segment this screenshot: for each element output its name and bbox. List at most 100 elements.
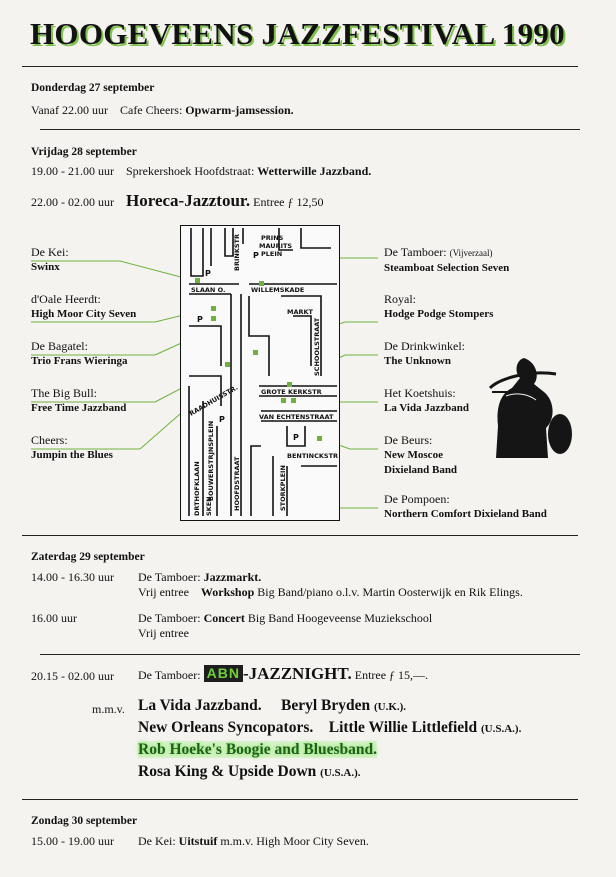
day-header-sunday: Zondag 30 september bbox=[31, 815, 138, 827]
venue-right-2: Royal: Hodge Podge Stompers bbox=[384, 292, 493, 322]
venue-name: Het Koetshuis: bbox=[384, 386, 456, 400]
venue-name: De Beurs: bbox=[384, 433, 433, 447]
trombone-player-illustration bbox=[488, 358, 572, 458]
performer-name: La Vida Jazzband. bbox=[138, 697, 262, 714]
event-row-saturday-1b: Vrij entree Workshop Big Band/piano o.l.… bbox=[138, 585, 523, 600]
event-time: 19.00 - 21.00 uur bbox=[31, 164, 114, 178]
performer-name-highlighted: Rob Hoeke's Boogie and Bluesband. bbox=[138, 741, 378, 758]
map-label-brinkstr: BRINKSTR bbox=[233, 234, 241, 271]
performer-country: (U.K.). bbox=[373, 701, 407, 713]
event-row-saturday-3: De Tamboer: ABN-JAZZNIGHT. Entree ƒ 15,—… bbox=[138, 664, 428, 684]
venue-name: De Tamboer: bbox=[384, 245, 447, 259]
band-name: Free Time Jazzband bbox=[31, 402, 127, 414]
event-row-friday-2: 22.00 - 02.00 uur Horeca-Jazztour. Entre… bbox=[31, 191, 323, 211]
performer-country: (U.S.A.). bbox=[481, 723, 522, 735]
map-label-schoolstraat: SCHOOLSTRAAT bbox=[313, 317, 321, 376]
event-venue: De Tamboer: bbox=[138, 611, 201, 625]
event-row-thursday: Vanaf 22.00 uur Cafe Cheers: Opwarm-jams… bbox=[31, 103, 294, 118]
event-venue: De Tamboer: bbox=[138, 668, 201, 682]
event-row-saturday-2: De Tamboer: Concert Big Band Hoogeveense… bbox=[138, 611, 432, 626]
event-title: Concert bbox=[203, 611, 245, 625]
venue-marker bbox=[211, 306, 216, 311]
event-title: Jazzmarkt. bbox=[203, 570, 262, 584]
event-title: Uitstuif bbox=[178, 834, 218, 848]
parking-icon: P bbox=[205, 269, 211, 278]
event-title: Opwarm-jamsession. bbox=[185, 103, 294, 117]
venue-left-4: The Big Bull: Free Time Jazzband bbox=[31, 386, 126, 416]
band-name: High Moor City Seven bbox=[31, 308, 137, 320]
venue-name: d'Oale Heerdt: bbox=[31, 292, 101, 306]
venue-left-3: De Bagatel: Trio Frans Wieringa bbox=[31, 339, 128, 369]
abn-logo: ABN bbox=[203, 665, 243, 682]
divider bbox=[40, 654, 580, 655]
event-time: 16.00 uur bbox=[31, 611, 77, 625]
parking-icon: P bbox=[253, 251, 259, 260]
venue-name: De Drinkwinkel: bbox=[384, 339, 465, 353]
divider bbox=[22, 799, 578, 800]
map-label-willemskade: WILLEMSKADE bbox=[251, 286, 304, 294]
band-name: Steamboat Selection Seven bbox=[384, 262, 510, 274]
band-name: The Unknown bbox=[384, 355, 451, 367]
venue-name: De Kei: bbox=[31, 245, 69, 259]
event-venue: Cafe Cheers: bbox=[119, 103, 183, 117]
event-entree: Vrij entree bbox=[138, 626, 189, 640]
band-name: Hodge Podge Stompers bbox=[384, 308, 494, 320]
venue-name: The Big Bull: bbox=[31, 386, 97, 400]
band-name: Northern Comfort Dixieland Band bbox=[384, 508, 547, 520]
band-name: La Vida Jazzband bbox=[384, 402, 469, 414]
band-name: Trio Frans Wieringa bbox=[31, 355, 128, 367]
venue-name: De Pompoen: bbox=[384, 492, 450, 506]
event-time: 20.15 - 02.00 uur bbox=[31, 669, 114, 683]
event-description: Big Band/piano o.l.v. Martin Oosterwijk … bbox=[257, 585, 523, 599]
event-venue: De Kei: bbox=[138, 834, 176, 848]
mmv-label: m.m.v. bbox=[92, 702, 125, 716]
band-name: New Moscoe Dixieland Band bbox=[384, 449, 458, 476]
event-title: Wetterwille Jazzband. bbox=[257, 164, 372, 178]
venue-left-1: De Kei: Swinx bbox=[31, 245, 69, 275]
venue-marker bbox=[287, 382, 292, 387]
performer-row-4: Rosa King & Upside Down (U.S.A.). bbox=[138, 763, 361, 781]
venue-right-3: De Drinkwinkel: The Unknown bbox=[384, 339, 465, 369]
divider bbox=[22, 535, 578, 536]
event-entree: Entree ƒ 12,50 bbox=[253, 195, 324, 209]
map-label-grote-kerkstr: GROTE KERKSTR bbox=[261, 388, 322, 396]
event-entree: Entree ƒ 15,—. bbox=[354, 668, 429, 682]
band-name: Jumpin the Blues bbox=[31, 449, 113, 461]
street-map: PRINS MAURITS PLEIN SLAAN O. WILLEMSKADE… bbox=[180, 225, 340, 521]
performer-name: New Orleans Syncopators. bbox=[138, 719, 314, 736]
event-workshop: Workshop bbox=[200, 585, 255, 599]
event-time: 22.00 - 02.00 uur bbox=[31, 195, 114, 209]
map-label-van-echtenstraat: VAN ECHTENSTRAAT bbox=[259, 413, 334, 421]
map-label-plein: PLEIN bbox=[261, 250, 282, 258]
event-venue: Sprekershoek Hoofdstraat: bbox=[126, 164, 255, 178]
map-label-buildings: BOUWERSTRJNSPLEIN bbox=[207, 421, 215, 501]
venue-marker bbox=[225, 362, 230, 367]
divider bbox=[22, 66, 578, 67]
performer-name: Little Willie Littlefield bbox=[328, 719, 478, 736]
street-map-drawing: PRINS MAURITS PLEIN SLAAN O. WILLEMSKADE… bbox=[188, 228, 338, 516]
event-description: Big Band Hoogeveense Muziekschool bbox=[247, 611, 433, 625]
venue-marker bbox=[211, 316, 216, 321]
map-label-slaan: SLAAN O. bbox=[191, 286, 225, 294]
map-label-storkplein: STORKPLEIN bbox=[279, 465, 287, 511]
performer-row-2: New Orleans Syncopators. Little Willie L… bbox=[138, 719, 521, 737]
event-row-saturday-1: De Tamboer: Jazzmarkt. bbox=[138, 570, 261, 585]
event-description: m.m.v. High Moor City Seven. bbox=[220, 834, 369, 848]
venue-right-1: De Tamboer: (Vijverzaal) Steamboat Selec… bbox=[384, 245, 509, 276]
map-label-maurits: MAURITS bbox=[259, 242, 292, 250]
venue-note: (Vijverzaal) bbox=[449, 248, 493, 258]
venue-name: Royal: bbox=[384, 292, 416, 306]
festival-title: HOOGEVEENS JAZZFESTIVAL 1990 bbox=[30, 16, 565, 51]
performer-row-1: La Vida Jazzband. Beryl Bryden (U.K.). bbox=[138, 697, 406, 715]
performer-name: Rosa King & Upside Down bbox=[138, 763, 317, 780]
map-label-markt: MARKT bbox=[287, 308, 314, 316]
venue-right-4: Het Koetshuis: La Vida Jazzband bbox=[384, 386, 469, 416]
day-header-friday: Vrijdag 28 september bbox=[31, 146, 137, 158]
performer-row-3: Rob Hoeke's Boogie and Bluesband. bbox=[138, 741, 378, 759]
map-label-prins: PRINS bbox=[261, 234, 284, 242]
event-title: -JAZZNIGHT. bbox=[242, 664, 352, 683]
venue-marker bbox=[195, 278, 200, 283]
event-time: 14.00 - 16.30 uur bbox=[31, 570, 114, 584]
parking-icon: P bbox=[219, 415, 225, 424]
day-header-thursday: Donderdag 27 september bbox=[31, 82, 155, 94]
